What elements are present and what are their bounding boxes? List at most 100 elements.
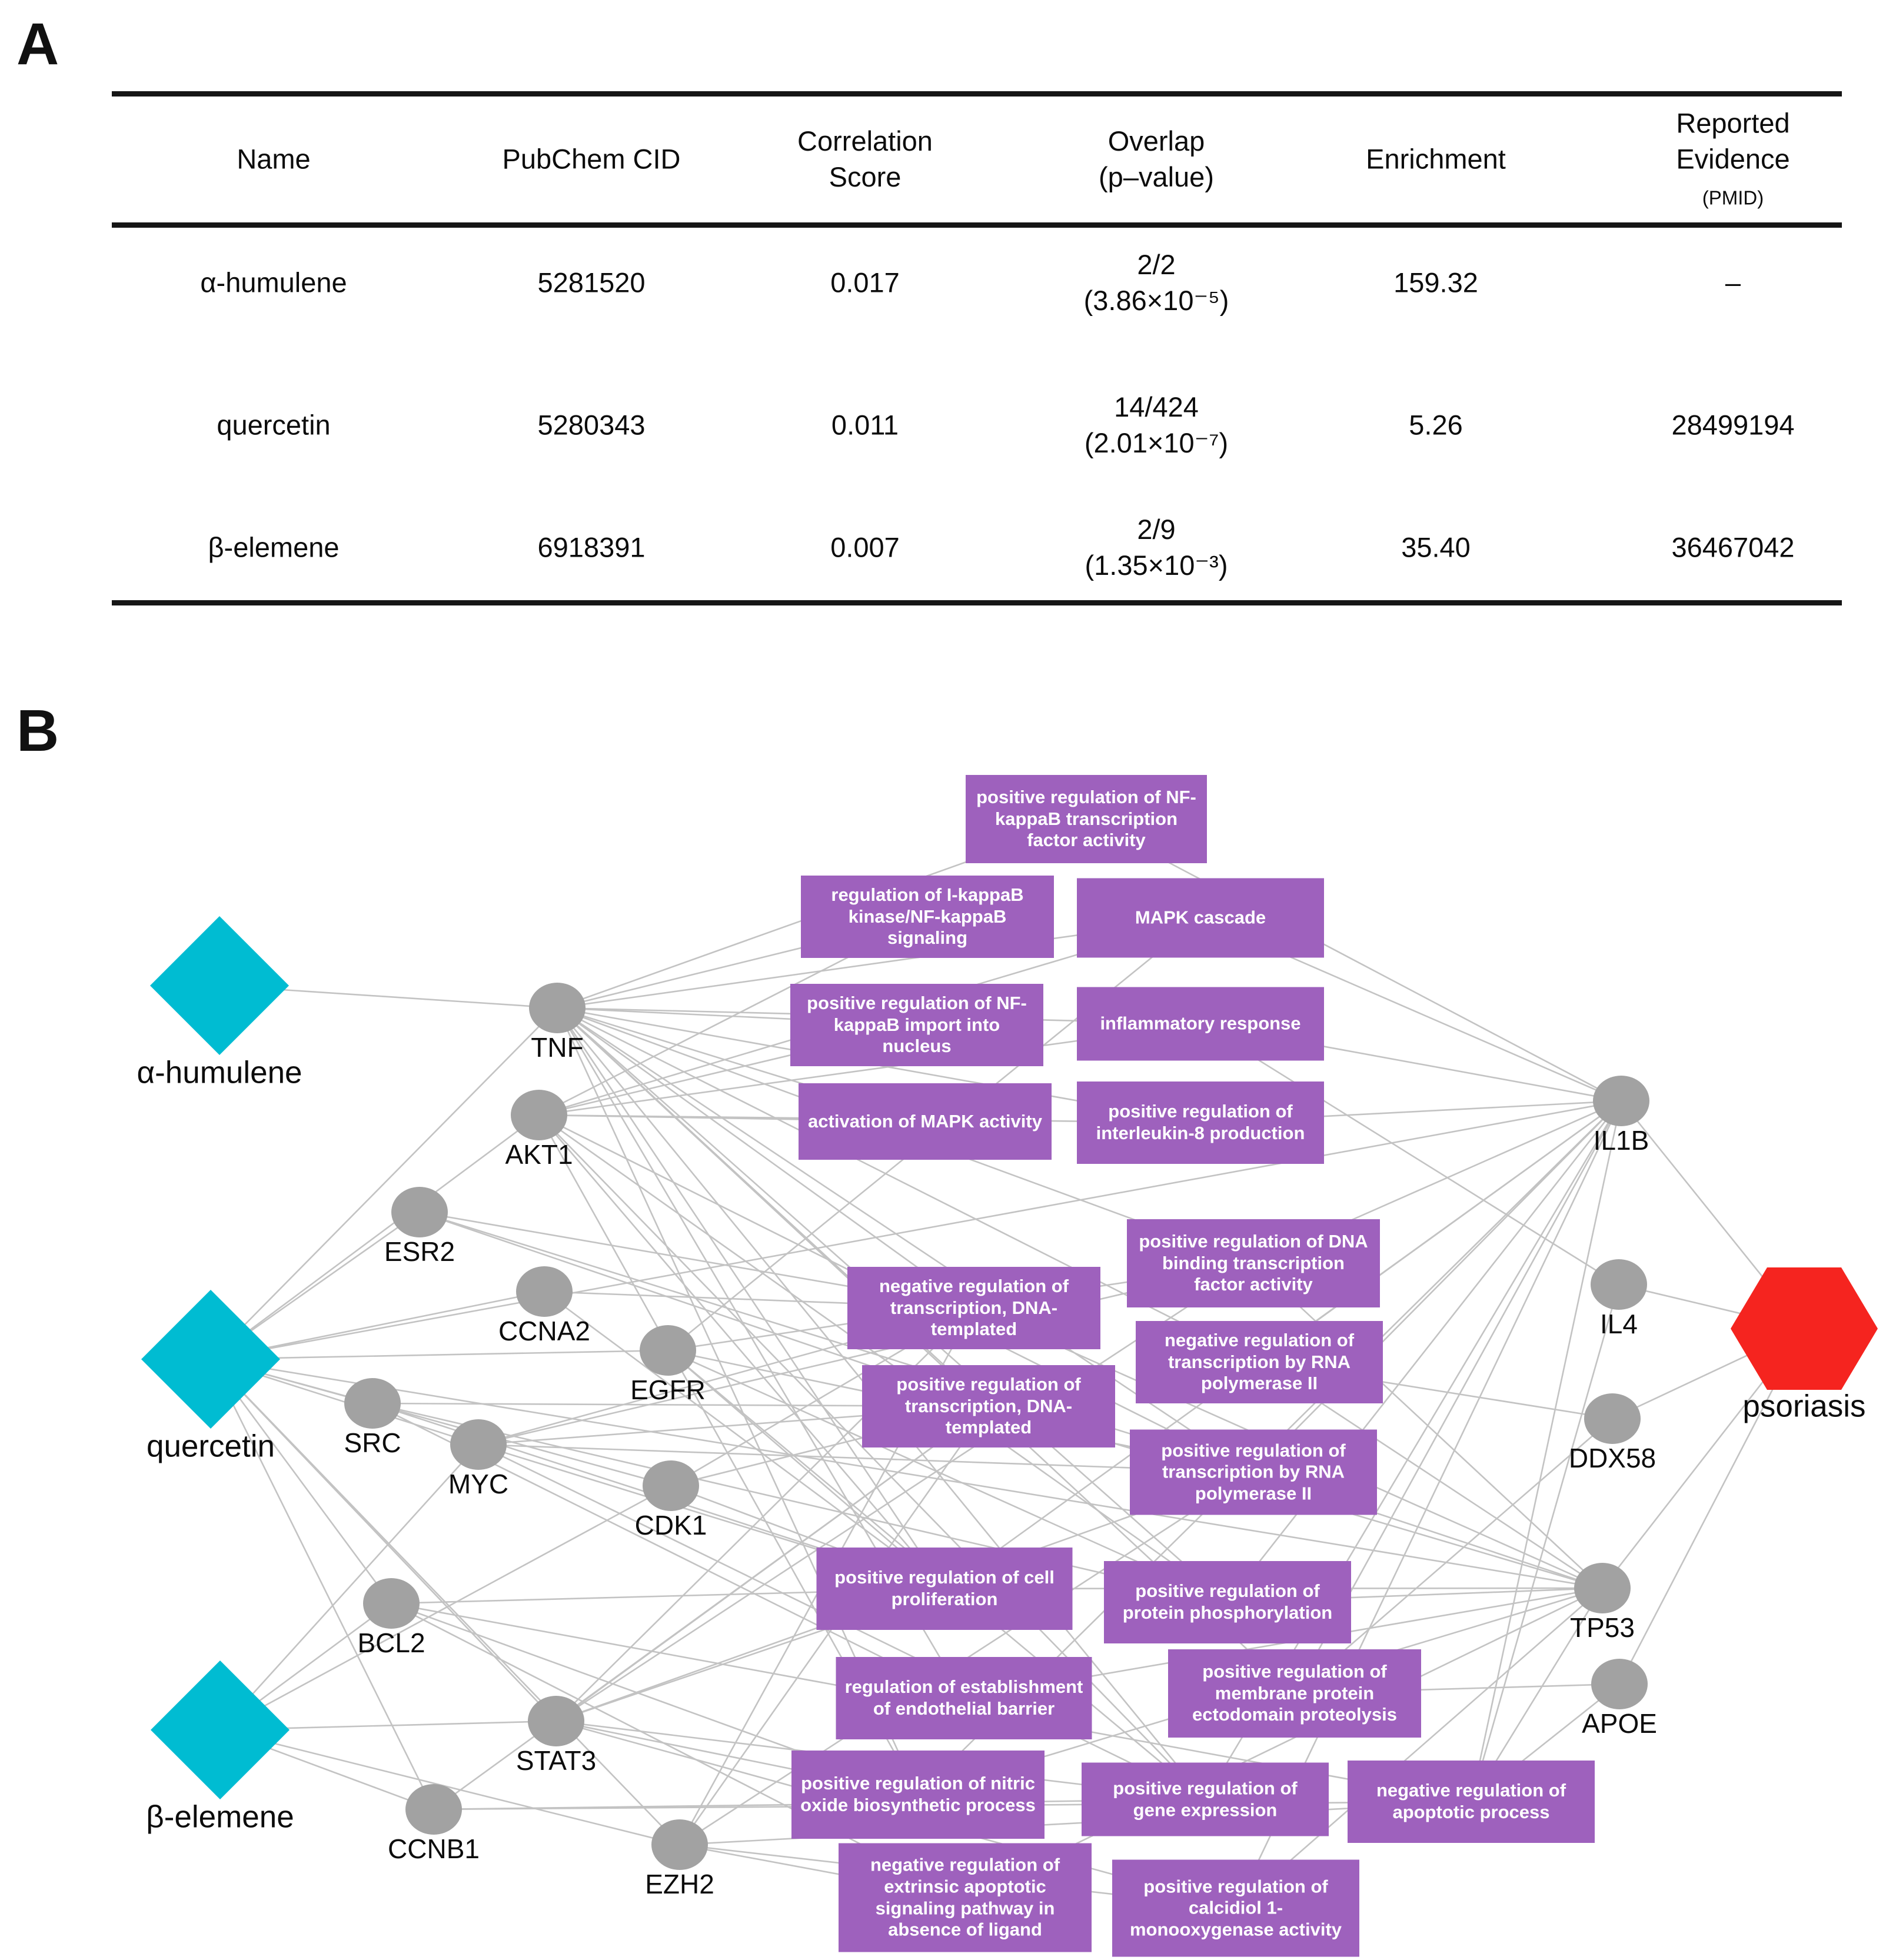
table-cell-r2-c1: 6918391 (537, 531, 646, 563)
gene-node-CDK1-circle-icon (643, 1460, 699, 1511)
table-cell-r0-c4: 159.32 (1393, 267, 1478, 298)
gene-node-EGFR-circle-icon (640, 1325, 696, 1376)
col-header-text: Reported Evidence (1676, 107, 1790, 175)
node-label-MYC: MYC (448, 1469, 509, 1499)
network-edge-IL4-b19 (1470, 1284, 1620, 1802)
node-label-BCL2: BCL2 (357, 1628, 425, 1658)
go-term-box-b2: regulation of I-kappaB kinase/NF-kappaB … (801, 876, 1054, 958)
table-cell-r2-c3: 2/9 (1.35×10⁻³) (1085, 513, 1228, 581)
table-cell-r0-c2: 0.017 (830, 267, 900, 298)
go-term-box-b18: positive regulation of gene expression (1082, 1762, 1329, 1836)
network-edge-IL1B-b1 (1086, 818, 1622, 1102)
network-edge-quercetin-TP53 (210, 1358, 1603, 1589)
col-header-3: Overlap (p–value) (1099, 125, 1214, 192)
disease-node-psoriasis-hexagon-icon (1731, 1267, 1878, 1390)
col-header-4: Enrichment (1366, 143, 1506, 175)
node-label-TP53: TP53 (1570, 1612, 1635, 1643)
table-cell-r0-c5: – (1725, 267, 1741, 298)
go-term-box-b10: negative regulation of transcription by … (1136, 1321, 1383, 1403)
network-edge-CCNB1-b11 (433, 1405, 989, 1811)
node-label-EGFR: EGFR (630, 1375, 706, 1405)
gene-node-IL4-circle-icon (1591, 1259, 1647, 1310)
col-header-5: Reported Evidence (PMID) (1652, 105, 1815, 212)
gene-node-SRC-circle-icon (344, 1378, 401, 1429)
go-term-box-b20: negative regulation of extrinsic apoptot… (839, 1843, 1092, 1952)
gene-node-DDX58-circle-icon (1584, 1393, 1641, 1444)
network-edge-IL4-b5 (1200, 1023, 1619, 1286)
table-cell-r0-c3: 2/2 (3.86×10⁻⁵) (1083, 248, 1229, 316)
go-term-box-b7: positive regulation of interleukin-8 pro… (1077, 1082, 1324, 1164)
gene-node-APOE-circle-icon (1591, 1659, 1648, 1709)
compound-node-elemene-diamond-icon (151, 1660, 290, 1799)
gene-node-ESR2-circle-icon (391, 1187, 448, 1237)
network-edge-quercetin-CDK1 (210, 1358, 671, 1487)
network-edge-quercetin-EGFR (210, 1349, 668, 1360)
go-term-box-b12: positive regulation of transcription by … (1130, 1429, 1377, 1515)
node-label-quercetin: quercetin (146, 1429, 275, 1464)
network-edge-elemene-MYC (219, 1444, 479, 1731)
network-edge-MYC-b8 (478, 1262, 1254, 1446)
table-cell-r2-c0: β-elemene (208, 531, 340, 563)
gene-node-CCNB1-circle-icon (405, 1784, 462, 1835)
table-cell-r0-c0: α-humulene (200, 267, 347, 298)
table-rule-header (112, 222, 1842, 228)
network-edge-quercetin-BCL2 (209, 1359, 392, 1604)
table-rule-top (112, 91, 1842, 96)
go-term-box-b16: positive regulation of membrane protein … (1168, 1649, 1421, 1738)
network-edge-quercetin-AKT1 (210, 1114, 540, 1360)
node-label-APOE: APOE (1582, 1708, 1657, 1739)
network-edge-elemene-EZH2 (219, 1729, 680, 1846)
node-label-AKT1: AKT1 (505, 1139, 573, 1170)
node-label-CCNA2: CCNA2 (498, 1316, 590, 1346)
network-edge-MYC-b12 (478, 1443, 1254, 1473)
network-edge-IL1B-b19 (1470, 1100, 1622, 1802)
go-term-box-b14: positive regulation of protein phosphory… (1104, 1561, 1351, 1643)
col-header-1: PubChem CID (502, 143, 681, 175)
go-term-box-b11: positive regulation of transcription, DN… (862, 1365, 1115, 1447)
network-edge-elemene-CDK1 (219, 1485, 671, 1731)
go-term-box-b21: positive regulation of calcidiol 1-monoo… (1112, 1859, 1359, 1957)
go-term-box-b15: regulation of establishment of endotheli… (836, 1657, 1092, 1739)
node-label-elemene: β-elemene (146, 1799, 294, 1835)
gene-node-CCNA2-circle-icon (516, 1266, 573, 1317)
network-edge-TP53-b21 (1235, 1588, 1603, 1909)
gene-node-TP53-circle-icon (1574, 1563, 1631, 1613)
table-cell-r1-c0: quercetin (217, 409, 331, 441)
node-label-ESR2: ESR2 (384, 1236, 455, 1267)
node-label-CCNB1: CCNB1 (388, 1833, 480, 1864)
node-label-DDX58: DDX58 (1568, 1443, 1656, 1473)
col-header-2: Correlation Score (797, 125, 933, 192)
panel-b-label: B (16, 698, 59, 764)
table-cell-r1-c4: 5.26 (1409, 409, 1463, 441)
node-label-EZH2: EZH2 (645, 1869, 714, 1899)
go-term-box-b17: positive regulation of nitric oxide bios… (791, 1751, 1045, 1839)
go-term-box-b13: positive regulation of cell proliferatio… (816, 1548, 1073, 1630)
node-label-SRC: SRC (344, 1427, 401, 1458)
network-edge-EGFR-b14 (667, 1349, 1228, 1603)
panel-a-label: A (16, 11, 59, 77)
network-edge-quercetin-IL1B (210, 1100, 1622, 1360)
table-cell-r1-c5: 28499194 (1671, 409, 1795, 441)
table-cell-r2-c2: 0.007 (830, 531, 900, 563)
table-cell-r1-c3: 14/424 (2.01×10⁻⁷) (1084, 391, 1229, 458)
network-edge-DDX58-b16 (1294, 1418, 1613, 1694)
go-term-box-b4: positive regulation of NF-kappaB import … (790, 984, 1043, 1066)
network-edge-TNF-b9 (557, 1007, 974, 1309)
network-edge-IL1B-b12 (1253, 1100, 1622, 1473)
table-cell-r2-c5: 36467042 (1671, 531, 1795, 563)
node-label-CDK1: CDK1 (634, 1510, 707, 1540)
node-label-STAT3: STAT3 (515, 1745, 597, 1776)
node-label-IL1B: IL1B (1593, 1125, 1649, 1156)
network-edge-CCNA2-b13 (544, 1290, 945, 1590)
node-label-psoriasis: psoriasis (1742, 1389, 1866, 1424)
gene-node-BCL2-circle-icon (363, 1578, 420, 1629)
network-edge-TP53-b8 (1253, 1263, 1603, 1589)
table-cell-r0-c1: 5281520 (537, 267, 646, 298)
table-cell-r2-c4: 35.40 (1401, 531, 1471, 563)
go-term-box-b3: MAPK cascade (1077, 878, 1324, 958)
gene-node-TNF-circle-icon (529, 983, 586, 1033)
go-term-box-b1: positive regulation of NF-kappaB transcr… (966, 775, 1207, 863)
network-edge-IL1B-b14 (1226, 1100, 1622, 1603)
table-rule-bottom (112, 600, 1842, 605)
